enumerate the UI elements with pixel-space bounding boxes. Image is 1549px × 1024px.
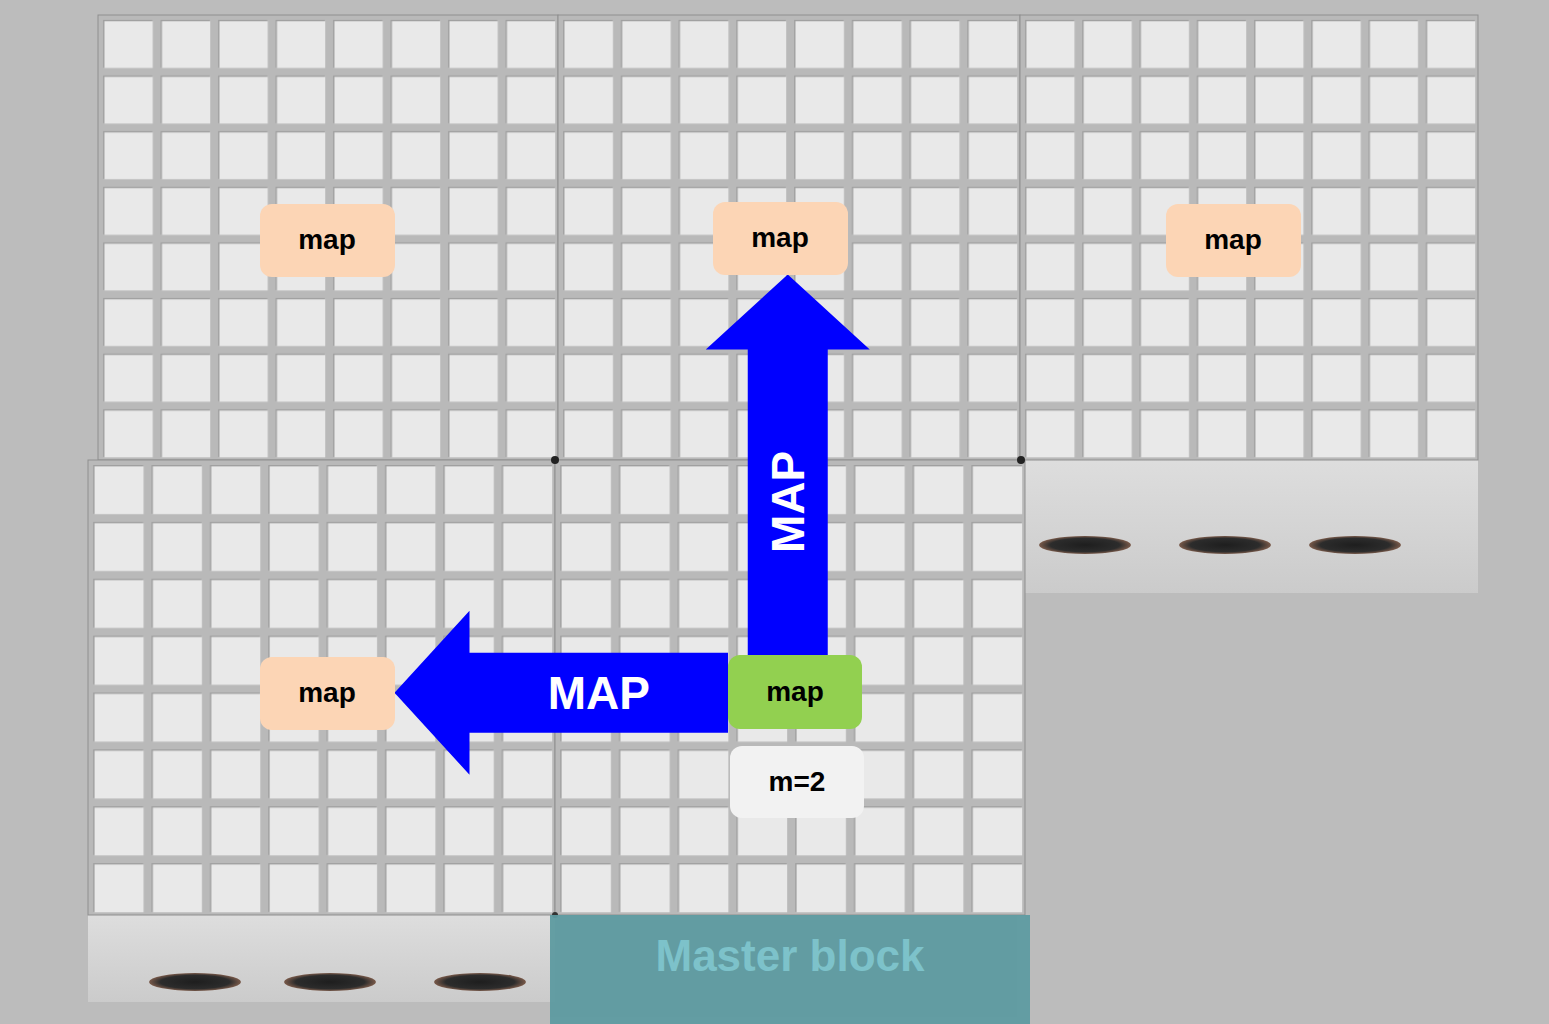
connector-hole xyxy=(1039,536,1131,554)
connector-hole xyxy=(149,973,241,991)
connector-hole xyxy=(1179,536,1271,554)
grid-block xyxy=(1020,15,1478,460)
node-label: Master block xyxy=(656,931,925,982)
parameter-box: m=2 xyxy=(730,746,864,818)
map-box: map xyxy=(260,204,395,277)
connector-hole xyxy=(1309,536,1401,554)
node-label: m=2 xyxy=(769,766,826,798)
grid-block xyxy=(98,15,558,460)
connector-hole xyxy=(434,973,526,991)
corner-dot xyxy=(1017,456,1025,464)
arrow-label: MAP xyxy=(548,670,650,716)
active-map-box: map xyxy=(728,655,862,729)
arrow-label: MAP xyxy=(765,451,811,553)
map-box: map xyxy=(260,657,395,730)
node-label: map xyxy=(1204,224,1262,256)
connector-hole xyxy=(284,973,376,991)
map-box: map xyxy=(1166,204,1301,277)
node-label: map xyxy=(751,222,809,254)
node-label: map xyxy=(766,676,824,708)
block-arrow xyxy=(395,611,729,775)
map-box: map xyxy=(713,202,848,275)
corner-dot xyxy=(551,456,559,464)
block-arrow xyxy=(706,275,870,656)
block-side xyxy=(1022,455,1478,593)
node-label: map xyxy=(298,224,356,256)
block-side xyxy=(88,912,555,1002)
master-block: Master block xyxy=(550,915,1030,1024)
node-label: map xyxy=(298,677,356,709)
